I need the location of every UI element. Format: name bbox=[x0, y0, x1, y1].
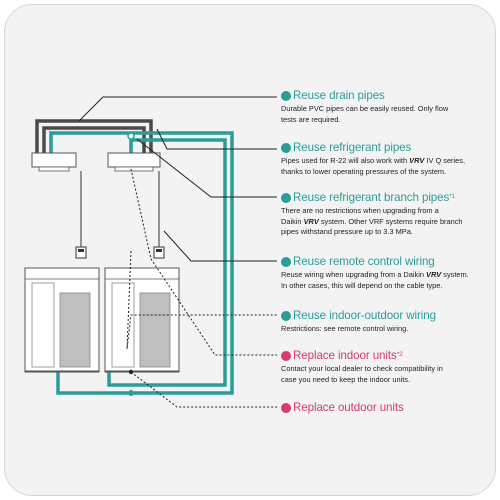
callout-title: Replace indoor units*2 bbox=[293, 349, 403, 362]
vrv-brand-text: VRV bbox=[426, 270, 442, 279]
teal-bullet-icon bbox=[281, 91, 291, 101]
leader-remote bbox=[163, 230, 277, 262]
callout-desc-line: Restrictions: see remote control wiring. bbox=[281, 324, 409, 333]
branch-joint bbox=[127, 132, 135, 140]
callout-title: Reuse drain pipes bbox=[293, 89, 385, 102]
remote-controller-left bbox=[75, 246, 87, 259]
callout-desc-line: pipes withstand pressure up to 3.3 MPa. bbox=[281, 227, 413, 236]
callout-indoor-units: Replace indoor units*2 Contact your loca… bbox=[281, 349, 495, 385]
footnote-marker: *2 bbox=[396, 351, 403, 358]
callout-title: Reuse indoor-outdoor wiring bbox=[293, 309, 436, 322]
callout-desc-text: Daikin bbox=[281, 216, 304, 226]
teal-bullet-icon bbox=[281, 257, 291, 267]
callout-title: Reuse remote control wiring bbox=[293, 255, 435, 268]
callout-title: Reuse refrigerant branch pipes*1 bbox=[293, 191, 456, 204]
callout-desc-line: case you need to keep the indoor units. bbox=[281, 374, 411, 384]
remote-controller-right bbox=[153, 246, 165, 259]
diagram-card: Reuse drain pipes Durable PVC pipes can … bbox=[4, 4, 496, 496]
callout-desc-text: Reuse wiring when upgrading from a Daiki… bbox=[281, 270, 427, 279]
vrv-brand-text: VRV bbox=[303, 216, 319, 226]
refrigerant-pipe bbox=[49, 131, 234, 395]
callout-drain-pipes: Reuse drain pipes Durable PVC pipes can … bbox=[281, 89, 495, 125]
callout-desc-text: system. Other VRF systems require branch bbox=[318, 216, 463, 226]
callout-indoor-outdoor-wiring: Reuse indoor-outdoor wiring Restrictions… bbox=[281, 309, 495, 335]
pink-bullet-icon bbox=[281, 351, 291, 361]
pink-bullet-icon bbox=[281, 403, 291, 413]
teal-bullet-icon bbox=[281, 193, 291, 203]
system-diagram bbox=[24, 96, 277, 408]
teal-bullet-icon bbox=[281, 311, 291, 321]
indoor-unit-right bbox=[107, 152, 161, 172]
callout-desc-line: tests are required. bbox=[281, 114, 341, 124]
callout-title: Reuse refrigerant pipes bbox=[293, 141, 412, 154]
indoor-unit-left bbox=[31, 152, 77, 172]
callout-refrigerant-pipes: Reuse refrigerant pipes Pipes used for R… bbox=[281, 141, 495, 177]
vrv-brand-text: VRV bbox=[409, 156, 425, 165]
callout-desc-text: system. bbox=[441, 270, 469, 279]
callout-outdoor-units: Replace outdoor units bbox=[281, 401, 495, 415]
callout-title: Replace outdoor units bbox=[293, 401, 404, 414]
callout-branch-pipes: Reuse refrigerant branch pipes*1 There a… bbox=[281, 191, 495, 238]
callout-desc-line: There are no restrictions when upgrading… bbox=[281, 206, 439, 215]
callout-desc-text: Pipes used for R-22 will also work with bbox=[281, 156, 410, 165]
leader-indoor-units bbox=[130, 168, 277, 356]
outdoor-unit-left bbox=[24, 267, 100, 373]
callout-remote-wiring: Reuse remote control wiring Reuse wiring… bbox=[281, 255, 495, 291]
callout-desc-line: In other cases, this will depend on the … bbox=[281, 280, 443, 290]
teal-bullet-icon bbox=[281, 143, 291, 153]
callout-desc-line: thanks to lower operating pressures of t… bbox=[281, 166, 447, 176]
leader-drain bbox=[78, 96, 277, 122]
leader-outdoor-units bbox=[130, 371, 277, 408]
callout-desc-text: IV Q series, bbox=[424, 156, 466, 165]
callout-desc-line: Durable PVC pipes can be easily reused. … bbox=[281, 104, 449, 113]
leader-branch bbox=[136, 138, 277, 198]
leader-indoor-outdoor bbox=[126, 250, 277, 350]
footnote-marker: *1 bbox=[449, 193, 456, 200]
leader-dot-outdoor bbox=[128, 369, 134, 375]
outdoor-junction-dot bbox=[128, 390, 134, 396]
leader-refrigerant bbox=[156, 128, 277, 150]
callout-desc-line: Contact your local dealer to check compa… bbox=[281, 364, 443, 373]
outdoor-unit-right bbox=[104, 267, 180, 373]
